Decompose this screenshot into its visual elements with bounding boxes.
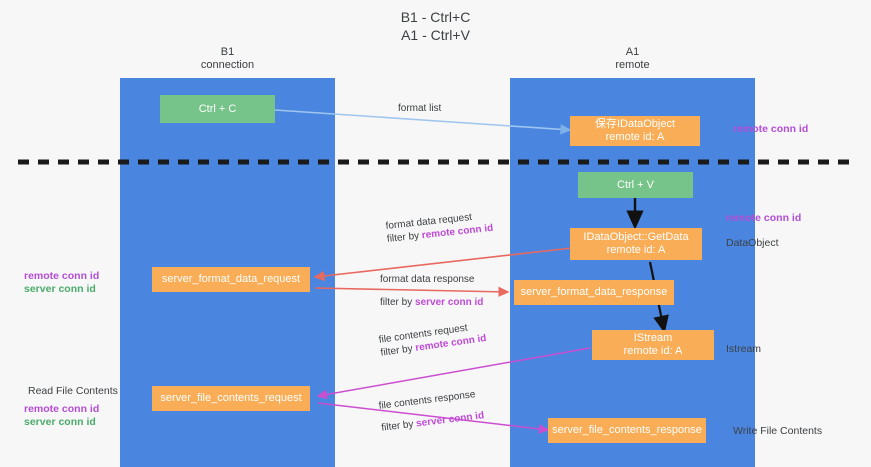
note-remote-conn-id-top: remote conn id bbox=[733, 123, 809, 135]
box-save-idataobject[interactable]: 保存IDataObject remote id: A bbox=[570, 116, 700, 146]
edge-format-list bbox=[274, 109, 572, 135]
filter-prefix: filter by bbox=[386, 230, 423, 245]
box-server-file-contents-response[interactable]: server_file_contents_response bbox=[548, 418, 706, 443]
column-header-b1: B1 connection bbox=[200, 46, 255, 71]
edge-format-data-response bbox=[314, 286, 510, 297]
edge-file-contents-request bbox=[316, 347, 591, 400]
box-server-format-data-request[interactable]: server_format_data_request bbox=[152, 267, 310, 292]
edge-label-format-list: format list bbox=[398, 103, 442, 114]
box-idataobject-getdata[interactable]: IDataObject::GetData remote id: A bbox=[570, 228, 702, 260]
note-write-file-contents: Write File Contents bbox=[733, 425, 823, 437]
note-remote-conn-id-mid: remote conn id bbox=[726, 212, 802, 224]
page-title: B1 - Ctrl+C A1 - Ctrl+V bbox=[400, 9, 471, 43]
edge-format-data-request bbox=[313, 247, 573, 282]
box-istream[interactable]: IStream remote id: A bbox=[592, 330, 714, 360]
box-server-format-data-response[interactable]: server_format_data_response bbox=[514, 280, 674, 305]
edge-label-format-data-response-filter: filter by server conn id bbox=[380, 296, 483, 309]
edge-label-format-data-response: format data response bbox=[380, 274, 475, 285]
edge-file-contents-response bbox=[317, 402, 550, 434]
filter-key: server conn id bbox=[415, 297, 484, 308]
note-left-remote-conn-id-bottom: remote conn id bbox=[24, 403, 100, 415]
column-header-a1: A1 remote bbox=[615, 46, 650, 71]
box-ctrl-c[interactable]: Ctrl + C bbox=[160, 95, 275, 123]
box-server-file-contents-request[interactable]: server_file_contents_request bbox=[152, 386, 310, 411]
note-dataobject: DataObject bbox=[726, 237, 779, 249]
box-ctrl-v[interactable]: Ctrl + V bbox=[578, 172, 693, 198]
note-read-file-contents: Read File Contents bbox=[28, 385, 118, 397]
note-left-remote-conn-id-mid: remote conn id bbox=[24, 270, 100, 282]
filter-prefix: filter by bbox=[380, 297, 416, 308]
edge-label-format-data-response-group: format data response filter by server co… bbox=[380, 273, 483, 309]
note-left-server-conn-id-mid: server conn id bbox=[24, 283, 96, 295]
note-istream: Istream bbox=[726, 343, 762, 355]
note-left-server-conn-id-bottom: server conn id bbox=[24, 416, 96, 428]
